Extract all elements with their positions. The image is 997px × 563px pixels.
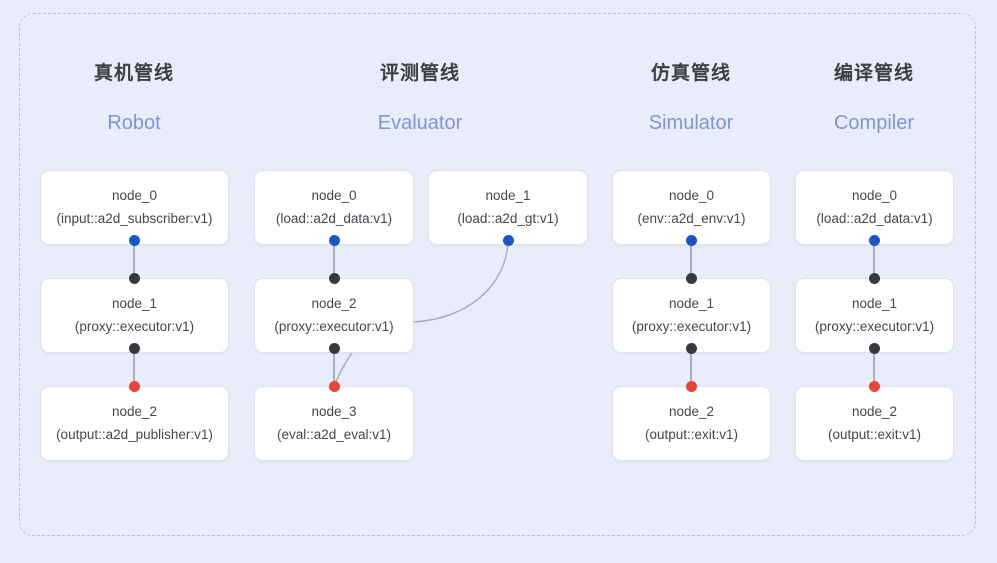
node-type-label: (load::a2d_data:v1) xyxy=(816,210,933,226)
terminal-port-dot[interactable] xyxy=(128,380,140,392)
node-type-label: (load::a2d_gt:v1) xyxy=(457,210,559,226)
input-port-dot[interactable] xyxy=(685,342,697,354)
node-name-label: node_0 xyxy=(311,187,357,203)
node-name-label: node_2 xyxy=(851,403,898,419)
node-type-label: (proxy::executor:v1) xyxy=(814,318,935,334)
node-box-evaluator-node_3[interactable]: node_3(eval::a2d_eval:v1) xyxy=(254,386,414,461)
terminal-port-dot[interactable] xyxy=(685,380,697,392)
node-name-label: node_1 xyxy=(485,187,531,203)
node-box-evaluator-node_1[interactable]: node_1(load::a2d_gt:v1) xyxy=(428,170,588,245)
edge-compiler-0 xyxy=(873,243,875,280)
input-port-dot[interactable] xyxy=(685,272,697,284)
node-type-label: (proxy::executor:v1) xyxy=(631,318,752,334)
node-type-label: (output::exit:v1) xyxy=(827,426,922,442)
node-type-label: (output::a2d_publisher:v1) xyxy=(56,426,213,442)
node-box-robot-node_0[interactable]: node_0(input::a2d_subscriber:v1) xyxy=(40,170,229,245)
node-name-label: node_2 xyxy=(311,295,357,311)
node-type-label: (output::exit:v1) xyxy=(644,426,739,442)
node-name-label: node_2 xyxy=(668,403,715,419)
terminal-port-dot[interactable] xyxy=(868,380,880,392)
edge-robot-1 xyxy=(133,351,135,388)
node-name-label: node_1 xyxy=(668,295,715,311)
node-type-label: (input::a2d_subscriber:v1) xyxy=(56,210,213,226)
edge-evaluator-0 xyxy=(333,243,335,280)
input-port-dot[interactable] xyxy=(868,342,880,354)
input-port-dot[interactable] xyxy=(328,272,340,284)
input-port-dot[interactable] xyxy=(128,272,140,284)
output-port-dot[interactable] xyxy=(128,234,140,246)
output-port-dot[interactable] xyxy=(502,234,514,246)
node-type-label: (proxy::executor:v1) xyxy=(274,318,394,334)
node-type-label: (proxy::executor:v1) xyxy=(74,318,195,334)
node-type-label: (load::a2d_data:v1) xyxy=(275,210,393,226)
node-box-evaluator-node_0[interactable]: node_0(load::a2d_data:v1) xyxy=(254,170,414,245)
node-box-robot-node_2[interactable]: node_2(output::a2d_publisher:v1) xyxy=(40,386,229,461)
node-box-compiler-node_0[interactable]: node_0(load::a2d_data:v1) xyxy=(795,170,954,245)
node-box-evaluator-node_2[interactable]: node_2(proxy::executor:v1) xyxy=(254,278,414,353)
node-name-label: node_0 xyxy=(851,187,898,203)
input-port-dot[interactable] xyxy=(328,342,340,354)
edge-robot-0 xyxy=(133,243,135,280)
node-name-label: node_1 xyxy=(851,295,898,311)
pipeline-group-frame xyxy=(19,13,976,536)
input-port-dot[interactable] xyxy=(128,342,140,354)
node-box-compiler-node_1[interactable]: node_1(proxy::executor:v1) xyxy=(795,278,954,353)
node-name-label: node_0 xyxy=(668,187,715,203)
input-port-dot[interactable] xyxy=(868,272,880,284)
terminal-port-dot[interactable] xyxy=(328,380,340,392)
node-box-simulator-node_0[interactable]: node_0(env::a2d_env:v1) xyxy=(612,170,771,245)
edge-compiler-1 xyxy=(873,351,875,388)
node-box-robot-node_1[interactable]: node_1(proxy::executor:v1) xyxy=(40,278,229,353)
node-type-label: (env::a2d_env:v1) xyxy=(637,210,746,226)
node-name-label: node_1 xyxy=(111,295,158,311)
output-port-dot[interactable] xyxy=(685,234,697,246)
node-box-simulator-node_1[interactable]: node_1(proxy::executor:v1) xyxy=(612,278,771,353)
node-name-label: node_2 xyxy=(111,403,158,419)
edge-simulator-0 xyxy=(690,243,692,280)
node-type-label: (eval::a2d_eval:v1) xyxy=(276,426,392,442)
edge-simulator-1 xyxy=(690,351,692,388)
output-port-dot[interactable] xyxy=(328,234,340,246)
node-name-label: node_0 xyxy=(111,187,158,203)
node-box-compiler-node_2[interactable]: node_2(output::exit:v1) xyxy=(795,386,954,461)
node-box-simulator-node_2[interactable]: node_2(output::exit:v1) xyxy=(612,386,771,461)
output-port-dot[interactable] xyxy=(868,234,880,246)
node-name-label: node_3 xyxy=(311,403,357,419)
